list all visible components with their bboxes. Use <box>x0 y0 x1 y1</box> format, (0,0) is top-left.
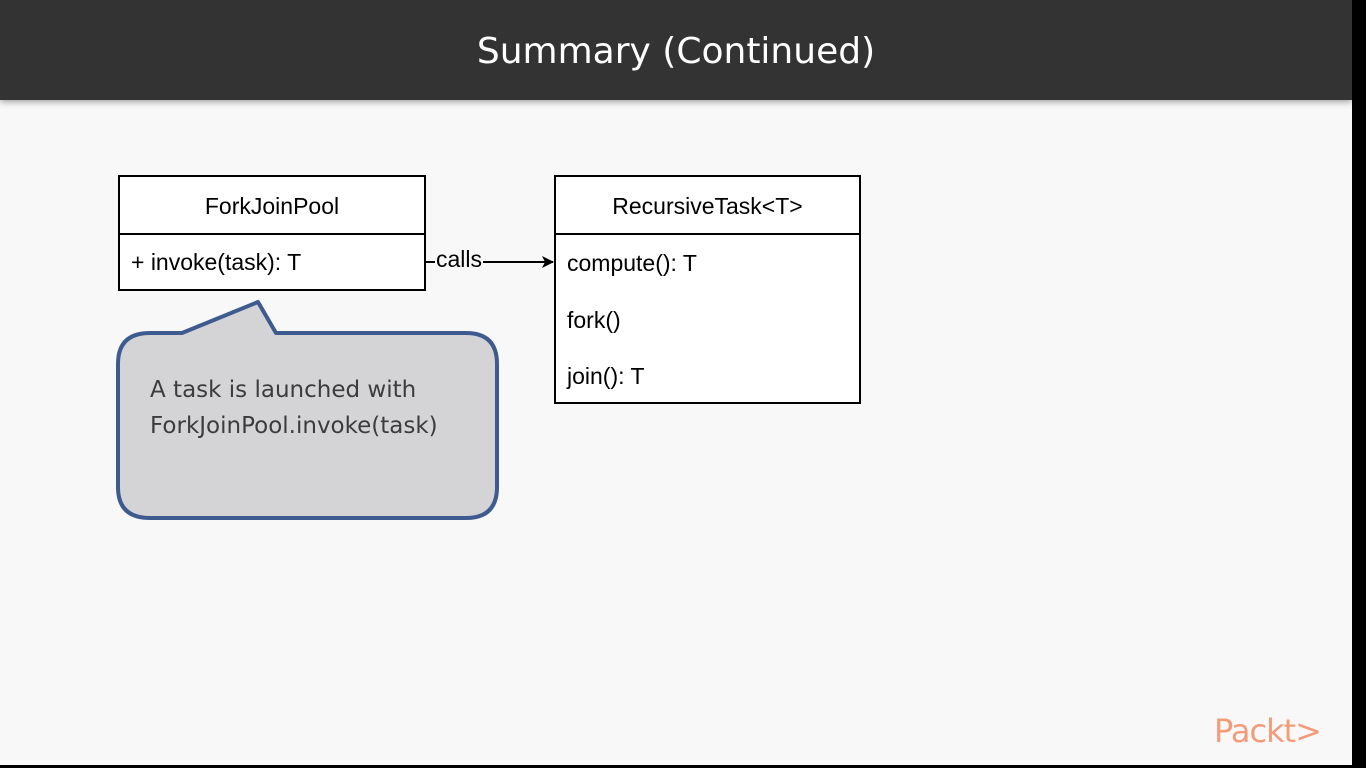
calls-edge-label: calls <box>435 246 484 273</box>
packt-logo: Packt> <box>1214 712 1322 750</box>
slide-title: Summary (Continued) <box>476 31 876 72</box>
callout-line-2: ForkJoinPool.invoke(task) <box>150 413 438 439</box>
callout-line-1: A task is launched with <box>150 377 417 403</box>
fork-operation: fork() <box>567 306 621 333</box>
recursivetask-class-name: RecursiveTask<T> <box>556 177 859 235</box>
recursivetask-class-box: RecursiveTask<T> compute(): T fork() joi… <box>554 175 861 404</box>
title-bar: Summary (Continued) <box>0 0 1352 100</box>
join-operation: join(): T <box>567 363 645 389</box>
compute-operation: compute(): T <box>567 250 697 276</box>
forkjoinpool-class-name: ForkJoinPool <box>120 177 424 235</box>
callout-text: A task is launched with ForkJoinPool.inv… <box>150 372 490 444</box>
callout-bubble <box>116 300 499 520</box>
forkjoinpool-class-box: ForkJoinPool + invoke(task): T <box>118 175 426 291</box>
invoke-operation: + invoke(task): T <box>131 249 302 275</box>
